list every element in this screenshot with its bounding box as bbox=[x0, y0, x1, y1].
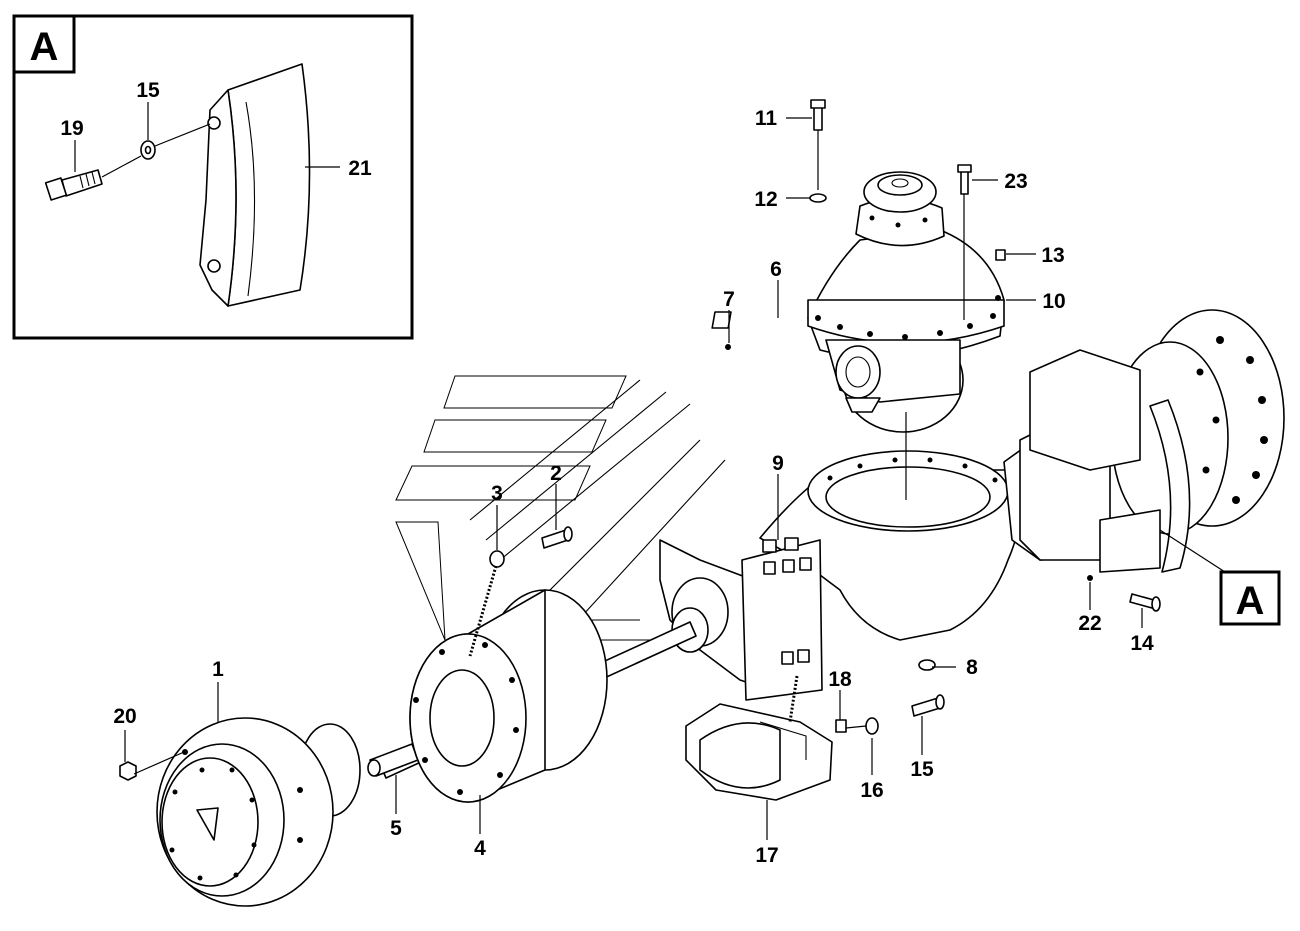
bolt-detail bbox=[44, 169, 103, 201]
washer-12 bbox=[809, 193, 827, 203]
washer-3 bbox=[489, 550, 505, 568]
nipple-22 bbox=[1087, 575, 1093, 581]
callout-19: 19 bbox=[60, 117, 83, 140]
reference-label-letter: A bbox=[1236, 579, 1265, 623]
brake-caliper bbox=[685, 703, 833, 801]
callout-22: 22 bbox=[1078, 612, 1101, 635]
callout-4: 4 bbox=[474, 837, 486, 860]
bolt-2 bbox=[541, 526, 573, 549]
callout-12: 12 bbox=[754, 188, 777, 211]
callout-1: 1 bbox=[212, 658, 224, 681]
detail-view-a: A 19 15 21 bbox=[12, 14, 414, 340]
fasteners bbox=[119, 99, 1161, 781]
nut-20 bbox=[119, 761, 137, 781]
washer-16 bbox=[865, 717, 879, 735]
callout-3: 3 bbox=[491, 482, 503, 505]
callout-15-detail: 15 bbox=[136, 79, 160, 102]
callout-9: 9 bbox=[772, 452, 784, 475]
plug-13 bbox=[995, 249, 1006, 261]
left-axle-arm bbox=[659, 537, 823, 701]
callout-11: 11 bbox=[755, 107, 778, 130]
callout-6: 6 bbox=[770, 258, 782, 281]
ghost-outlines bbox=[395, 375, 726, 641]
leader-lines bbox=[124, 117, 1226, 840]
callout-23: 23 bbox=[1004, 170, 1027, 193]
bolt-23 bbox=[960, 169, 969, 195]
brake-shield-part bbox=[199, 63, 311, 307]
plate-6 bbox=[711, 311, 732, 329]
callout-7: 7 bbox=[723, 288, 735, 311]
detail-label-box bbox=[12, 14, 76, 74]
brake-disc bbox=[409, 589, 608, 803]
detail-label-letter: A bbox=[30, 25, 59, 69]
callout-10: 10 bbox=[1042, 290, 1065, 313]
callout-8: 8 bbox=[966, 656, 978, 679]
callout-labels: 1 2 3 4 5 6 7 8 9 10 11 12 13 14 15 16 1… bbox=[113, 107, 1154, 867]
reference-view-a: A bbox=[1219, 570, 1281, 626]
differential-carrier bbox=[807, 171, 1005, 433]
callout-2: 2 bbox=[550, 462, 562, 485]
callout-18: 18 bbox=[828, 668, 852, 691]
callout-17: 17 bbox=[755, 844, 778, 867]
wheel-hub bbox=[156, 717, 361, 907]
callout-16: 16 bbox=[860, 779, 883, 802]
callout-5: 5 bbox=[390, 817, 402, 840]
bolt-14 bbox=[1129, 593, 1161, 612]
pin-7 bbox=[725, 344, 731, 350]
callout-21: 21 bbox=[348, 157, 372, 180]
bolt-15 bbox=[911, 694, 945, 717]
callout-20: 20 bbox=[113, 705, 136, 728]
callout-15: 15 bbox=[910, 758, 934, 781]
callout-14: 14 bbox=[1130, 632, 1154, 655]
bleeder-18 bbox=[835, 719, 847, 733]
plug-8 bbox=[918, 659, 936, 671]
callout-13: 13 bbox=[1041, 244, 1064, 267]
right-wheel-end bbox=[1029, 309, 1285, 573]
